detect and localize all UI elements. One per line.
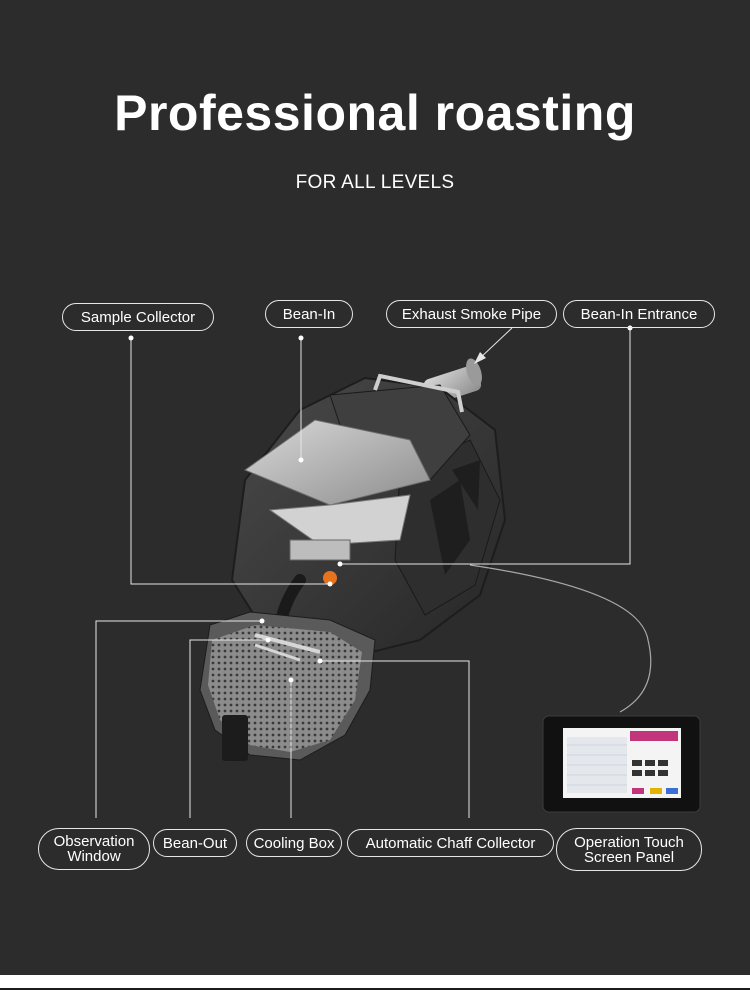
panel-cable bbox=[469, 564, 652, 713]
callout-bean-in: Bean-In bbox=[265, 300, 353, 328]
roaster-body bbox=[230, 373, 507, 662]
leader-lines bbox=[95, 327, 631, 818]
bottom-band bbox=[0, 975, 750, 993]
callout-operation-touch-screen-panel: Operation Touch Screen Panel bbox=[556, 828, 702, 871]
callout-bean-out: Bean-Out bbox=[153, 829, 237, 857]
cooling-box bbox=[199, 611, 376, 761]
page-title: Professional roasting bbox=[114, 85, 636, 141]
exhaust-arrow-icon bbox=[474, 352, 486, 364]
callout-sample-collector: Sample Collector bbox=[62, 303, 214, 331]
callout-observation-window: Observation Window bbox=[38, 828, 150, 870]
callout-automatic-chaff-collector: Automatic Chaff Collector bbox=[347, 829, 554, 857]
callout-exhaust-smoke-pipe: Exhaust Smoke Pipe bbox=[386, 300, 557, 328]
page-subtitle: FOR ALL LEVELS bbox=[295, 172, 455, 193]
sample-collector-knob bbox=[323, 571, 337, 585]
callout-cooling-box: Cooling Box bbox=[246, 829, 342, 857]
cooling-handle bbox=[222, 715, 248, 761]
leader-dots bbox=[128, 325, 633, 683]
touch-screen-panel bbox=[542, 715, 701, 813]
bottom-divider bbox=[0, 988, 750, 990]
callout-bean-in-entrance: Bean-In Entrance bbox=[563, 300, 715, 328]
